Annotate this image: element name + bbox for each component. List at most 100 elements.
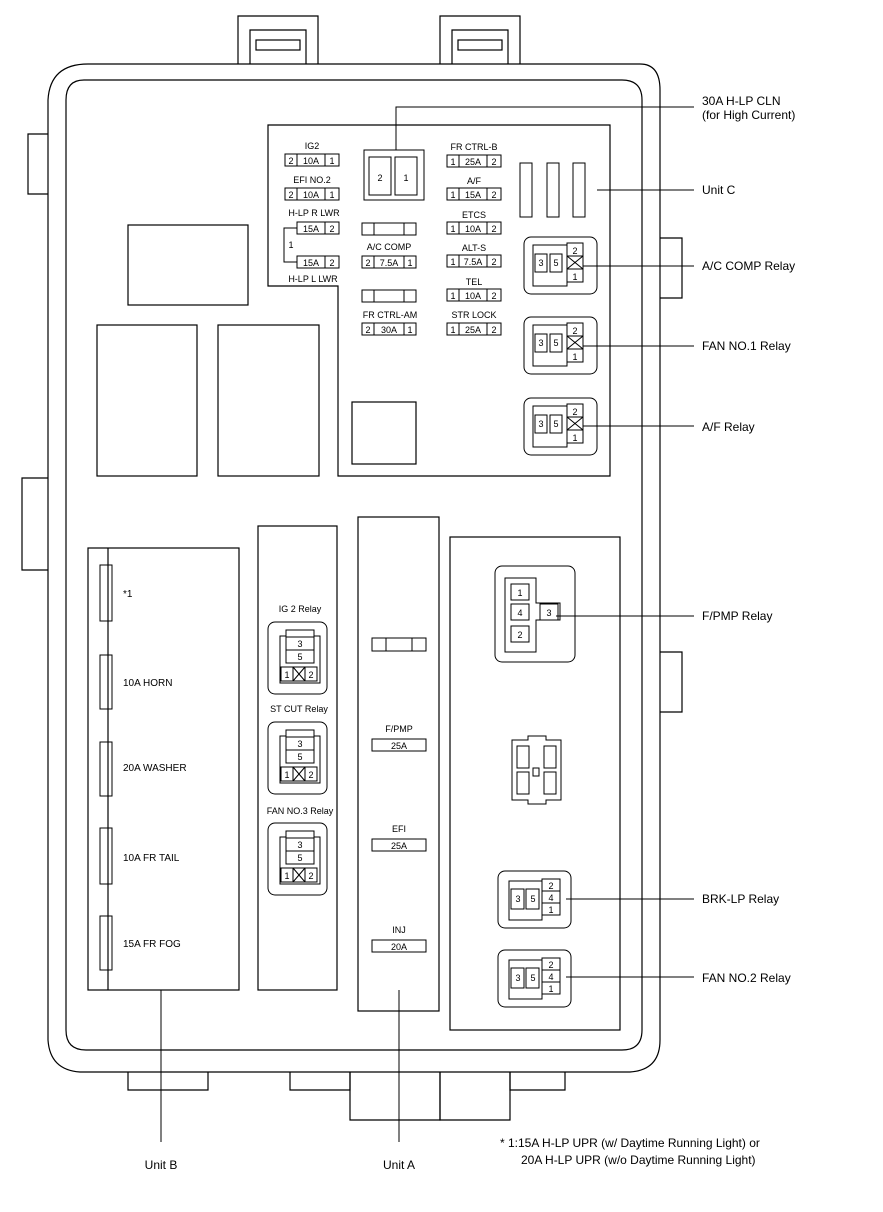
pin: 2	[308, 770, 313, 780]
fuse-amp-ac-comp: 7.5A	[380, 258, 399, 268]
pin: 2	[329, 258, 334, 268]
pin: 2	[308, 670, 313, 680]
fuse-label-ig2: IG2	[305, 141, 320, 151]
pin: 1	[450, 325, 455, 335]
fan1-relay: 3 5 2 1	[523, 316, 598, 375]
pin: 2	[491, 257, 496, 267]
pin: 1	[329, 156, 334, 166]
pin: 1	[572, 272, 577, 282]
right-relay-box	[449, 536, 621, 1031]
pin: 2	[329, 224, 334, 234]
blank-block-2	[96, 324, 198, 477]
pin: 1	[450, 291, 455, 301]
pin: 1	[572, 433, 577, 443]
pin: 1	[517, 588, 522, 598]
pin: 2	[308, 871, 313, 881]
top-tab-right	[439, 15, 521, 64]
fan2-relay: 3 5 2 4 1	[497, 949, 572, 1008]
pin: 4	[548, 972, 553, 982]
pin: 2	[491, 325, 496, 335]
pin: 5	[297, 752, 302, 762]
side-tab-right-2	[660, 651, 683, 713]
fuse-label-tel: TEL	[466, 277, 483, 287]
unit-a-outline	[357, 516, 440, 1012]
pin: 5	[297, 652, 302, 662]
fuse-unit-b-horn: 10A HORN	[123, 678, 172, 689]
top-tab-left	[237, 15, 319, 64]
callout-fpmp-relay: F/PMP Relay	[702, 609, 772, 623]
af-relay: 3 5 2 1	[523, 397, 598, 456]
blank-block-1	[127, 224, 249, 306]
pin: 1	[407, 325, 412, 335]
fuse-amp-af: 15A	[465, 190, 481, 200]
pin: 2	[365, 325, 370, 335]
right-relays: 1 4 2 3 3 5 2 4 1 3 5 2 4	[494, 565, 576, 1008]
pin: 5	[530, 894, 535, 904]
fuse-label-af: A/F	[467, 176, 482, 186]
spare-relay-socket	[511, 735, 562, 805]
pin: 1	[284, 670, 289, 680]
mid-relays: IG 2 Relay 3 5 1 2 ST CUT Relay 3 5 1 2 …	[267, 604, 334, 896]
callout-unit-b: Unit B	[145, 1158, 178, 1172]
callout-ac-comp-relay: A/C COMP Relay	[702, 259, 795, 273]
fuse-amp-alt-s: 7.5A	[464, 257, 483, 267]
callout-unit-a: Unit A	[383, 1158, 415, 1172]
fuse-amp-fpmp: 25A	[391, 741, 407, 751]
pin: 4	[517, 608, 522, 618]
fuse-label-hlp-l: H-LP L LWR	[288, 274, 338, 284]
pin: 2	[572, 246, 577, 256]
st-cut-relay: 3 5 1 2	[267, 721, 328, 795]
fuse-amp-ig2: 10A	[303, 156, 319, 166]
pin: 1	[450, 224, 455, 234]
housing-inner	[65, 79, 643, 1051]
fuse-amp-inj: 20A	[391, 942, 407, 952]
fuse-label-fpmp: F/PMP	[385, 724, 413, 734]
brklp-relay: 3 5 2 4 1	[497, 870, 572, 929]
fuse-label-alt-s: ALT-S	[462, 243, 486, 253]
fan3-relay: 3 5 1 2	[267, 822, 328, 896]
pin: 3	[297, 840, 302, 850]
fuse-amp-fr-ctrl-b: 25A	[465, 157, 481, 167]
pin: 1	[548, 905, 553, 915]
pin: 1	[403, 173, 408, 183]
pin: 2	[288, 156, 293, 166]
side-tab-left-2	[21, 477, 48, 571]
pin: 1	[288, 240, 293, 250]
fpmp-relay: 1 4 2 3	[494, 565, 576, 663]
pin: 1	[450, 257, 455, 267]
pin: 2	[288, 190, 293, 200]
pin: 2	[572, 407, 577, 417]
pin: 5	[530, 973, 535, 983]
pin: 3	[297, 639, 302, 649]
pin: 1	[284, 871, 289, 881]
callout-unit-c: Unit C	[702, 183, 736, 197]
fuse-label-inj: INJ	[392, 925, 406, 935]
pin: 3	[538, 258, 543, 268]
ig2-relay: 3 5 1 2	[267, 621, 328, 695]
pin: 3	[515, 894, 520, 904]
pin: 2	[517, 630, 522, 640]
footnote-line2: 20A H-LP UPR (w/o Daytime Running Light)	[521, 1153, 756, 1167]
mid-relay-column	[257, 525, 338, 991]
bottom-tabs	[127, 1072, 566, 1121]
fuse-unit-b-1: *1	[123, 589, 133, 600]
pin: 5	[553, 258, 558, 268]
fuse-label-fr-ctrl-am: FR CTRL-AM	[363, 310, 418, 320]
pin: 5	[297, 853, 302, 863]
pin: 1	[329, 190, 334, 200]
relay-label-fan3: FAN NO.3 Relay	[267, 806, 334, 816]
callout-fan1-relay: FAN NO.1 Relay	[702, 339, 791, 353]
relay-label-ig2: IG 2 Relay	[279, 604, 322, 614]
callout-hlp-cln: 30A H-LP CLN	[702, 94, 781, 108]
blank-block-3	[217, 324, 320, 477]
relay-label-st-cut: ST CUT Relay	[270, 704, 328, 714]
pin: 2	[548, 881, 553, 891]
pin: 2	[491, 190, 496, 200]
pin: 3	[297, 739, 302, 749]
callout-af-relay: A/F Relay	[702, 420, 755, 434]
pin: 4	[548, 893, 553, 903]
callout-lines	[160, 106, 694, 1142]
unit-b-fuses: *1 10A HORN 20A WASHER 10A FR TAIL 15A F…	[99, 564, 187, 971]
fuse-amp-efi: 25A	[391, 841, 407, 851]
